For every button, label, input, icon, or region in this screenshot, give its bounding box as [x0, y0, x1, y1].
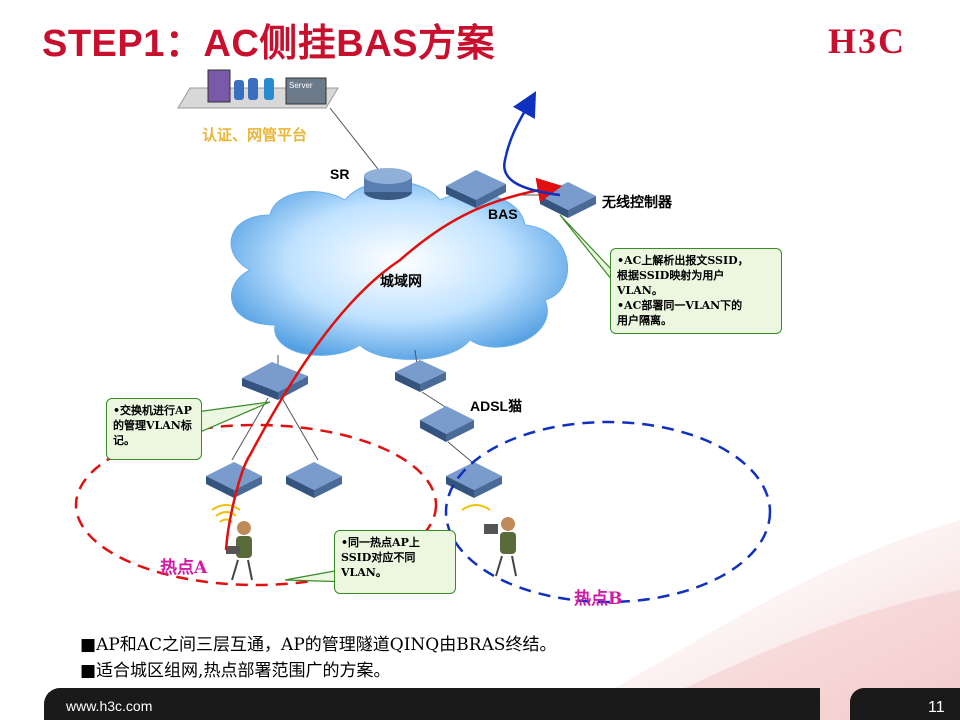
adsl-modem-icon: [420, 406, 474, 442]
bas-switch-icon: [446, 170, 506, 208]
bullet-2: ■适合城区组网,热点部署范围广的方案。: [80, 656, 390, 681]
sr-router-icon: [364, 168, 412, 200]
wireless-signal-b-icon: [461, 504, 491, 511]
metro-cloud: [230, 180, 568, 360]
ap-a1-icon: [206, 462, 262, 498]
callout-line: VLAN。: [341, 566, 387, 579]
hotspot-a-label: 热点A: [160, 558, 208, 578]
footer-bar: [44, 688, 820, 720]
callout-line: •AC部署同一VLAN下的: [617, 299, 743, 312]
bullet-marker: ■: [80, 661, 97, 681]
callout-same-ap: •同一热点AP上 SSID对应不同 VLAN。: [334, 530, 456, 594]
user-laptop-a-icon: [226, 521, 253, 581]
adsl-modem-label: ADSL猫: [470, 398, 523, 414]
server-platform: [177, 69, 339, 109]
callout-line: •交换机进行AP: [113, 404, 192, 417]
callout-ac-ssid: •AC上解析出报文SSID， 根据SSID映射为用户 VLAN。 •AC部署同一…: [610, 248, 782, 334]
bullet-text: 适合城区组网,热点部署范围广的方案。: [96, 661, 391, 681]
page-title: STEP1：AC侧挂BAS方案: [42, 23, 495, 65]
hotspot-b-area: [444, 420, 772, 604]
callout-line: VLAN。: [617, 284, 663, 297]
callout-line: 用户隔离。: [617, 314, 672, 327]
page-number: 11: [928, 699, 945, 716]
footer-page-box: [850, 688, 960, 720]
platform-label: 认证、网管平台: [202, 126, 308, 144]
ap-b-icon: [446, 462, 502, 498]
callout-line: 根据SSID映射为用户: [617, 269, 725, 282]
server-label: Server: [289, 81, 313, 90]
blue-traffic-path: [503, 91, 561, 197]
callout-line: 记。: [113, 434, 135, 447]
callout-switch-vlan: •交换机进行AP 的管理VLAN标 记。: [106, 398, 202, 460]
wireless-signal-a-icon: [211, 504, 241, 523]
callout-line: •AC上解析出报文SSID，: [617, 254, 749, 267]
h3c-logo: H3C: [828, 21, 906, 61]
edge-switch-icon: [395, 360, 446, 392]
callout-line: SSID对应不同: [341, 551, 416, 564]
bullet-1: ■AP和AC之间三层互通，AP的管理隧道QINQ由BRAS终结。: [80, 630, 556, 655]
callout-line: 的管理VLAN标: [113, 419, 192, 432]
ap-a2-icon: [286, 462, 342, 498]
bas-label: BAS: [488, 206, 518, 222]
bullet-marker: ■: [80, 635, 97, 655]
callout-line: •同一热点AP上: [341, 536, 420, 549]
user-laptop-b-icon: [484, 517, 517, 577]
access-switch-icon: [242, 362, 308, 400]
hotspot-a-area: [74, 423, 438, 587]
red-traffic-path: [224, 177, 563, 551]
footer-url[interactable]: www.h3c.com: [66, 698, 153, 714]
metro-network-label: 城域网: [380, 274, 422, 290]
sr-label: SR: [330, 166, 350, 182]
bullet-text: AP和AC之间三层互通，AP的管理隧道QINQ由BRAS终结。: [96, 635, 557, 655]
wireless-controller-label: 无线控制器: [602, 195, 672, 211]
hotspot-b-label: 热点B: [574, 589, 623, 609]
